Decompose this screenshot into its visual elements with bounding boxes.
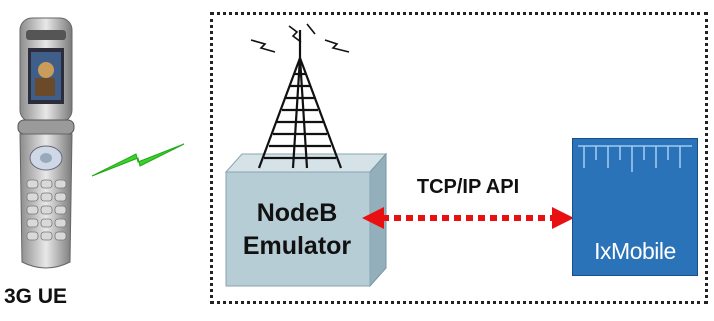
emulator-label-line1: NodeB [256,199,338,227]
test-system-boundary [210,12,708,304]
bidirectional-arrow-icon [362,207,574,229]
wireless-signal-icon [91,143,185,177]
flip-phone-icon [17,17,75,269]
ixmobile-label: IxMobile [594,238,676,264]
ixmobile-device-icon [572,138,698,276]
api-label: TCP/IP API [416,176,520,198]
radio-tower-icon [250,23,350,169]
emulator-label-line2: Emulator [242,232,352,260]
ue-label: 3G UE [4,285,68,308]
